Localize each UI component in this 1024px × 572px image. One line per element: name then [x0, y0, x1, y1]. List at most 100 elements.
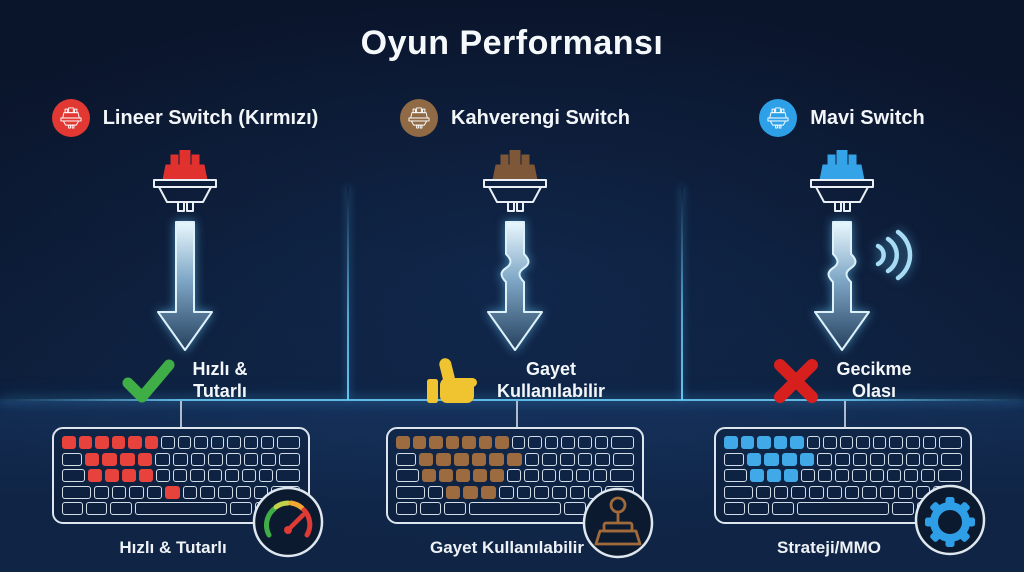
key	[516, 485, 532, 499]
key	[121, 469, 137, 482]
key	[173, 469, 188, 482]
keyboard-row	[62, 436, 300, 449]
key	[490, 469, 505, 482]
keyboard-caption: Gayet Kullanılabilir	[430, 538, 584, 557]
key	[235, 485, 251, 499]
keyboard-caption: Strateji/MMO	[777, 538, 881, 557]
key	[471, 452, 487, 466]
key	[260, 436, 275, 449]
key	[278, 452, 300, 466]
key	[210, 436, 225, 449]
verdict-text: Gayet Kullanılabilir	[496, 359, 606, 401]
key	[773, 485, 789, 499]
key	[880, 485, 895, 499]
key	[806, 436, 821, 449]
key	[276, 469, 301, 482]
key	[862, 485, 878, 499]
red-switch-badge-icon	[51, 99, 90, 137]
key	[208, 452, 223, 466]
column-clicky-blue: Mavi Switch	[692, 90, 992, 408]
blue-switch-icon	[797, 150, 887, 218]
straight-press-arrow-icon	[145, 220, 225, 351]
key	[62, 485, 91, 499]
key	[190, 469, 205, 482]
key	[578, 436, 592, 449]
key	[558, 469, 573, 482]
key	[577, 452, 593, 466]
key	[155, 452, 171, 466]
key	[462, 436, 476, 449]
key	[852, 452, 868, 466]
key	[190, 452, 206, 466]
key	[564, 502, 586, 515]
key	[144, 436, 159, 449]
key	[724, 436, 738, 449]
tactile-bump-arrow-icon	[475, 220, 555, 351]
key	[923, 452, 938, 466]
brown-switch-badge-icon	[400, 99, 439, 137]
key	[259, 469, 274, 482]
key	[886, 469, 901, 482]
key	[791, 485, 807, 499]
key	[104, 469, 119, 482]
keyboard-row	[396, 485, 635, 499]
key	[225, 452, 241, 466]
verdict-row: Gayet Kullanılabilir	[425, 354, 605, 408]
key	[111, 436, 126, 449]
key	[418, 452, 434, 466]
keyboard-row	[396, 436, 634, 449]
key	[569, 485, 585, 499]
key	[749, 469, 764, 482]
key	[552, 485, 567, 499]
key	[86, 502, 108, 515]
key	[253, 485, 269, 499]
key	[396, 485, 425, 499]
key	[489, 452, 505, 466]
page-title: Oyun Performansı	[360, 24, 664, 62]
key	[528, 436, 542, 449]
key	[137, 452, 153, 466]
key	[230, 502, 252, 515]
key	[454, 452, 469, 466]
key	[412, 436, 427, 449]
key	[612, 452, 634, 466]
key	[905, 452, 921, 466]
key	[444, 502, 466, 515]
key	[421, 469, 436, 482]
key	[724, 485, 753, 499]
key	[436, 452, 452, 466]
column-header: Lineer Switch (Kırmızı)	[51, 98, 318, 138]
key	[835, 452, 850, 466]
key	[62, 452, 82, 466]
key	[823, 436, 837, 449]
keyboard-row	[724, 452, 962, 466]
key	[95, 436, 109, 449]
key	[869, 469, 884, 482]
keyboard-row	[396, 452, 634, 466]
key	[139, 469, 154, 482]
key	[62, 469, 85, 482]
key	[724, 469, 747, 482]
verdict-text: Gecikme Olası	[836, 359, 912, 401]
key	[473, 469, 488, 482]
mini-switch-icon	[408, 107, 430, 129]
key	[611, 436, 634, 449]
keyboard-caption: Hızlı & Tutarlı	[119, 538, 227, 557]
key	[740, 436, 755, 449]
key	[224, 469, 239, 482]
key	[164, 485, 180, 499]
key	[478, 436, 493, 449]
key	[129, 485, 145, 499]
column-header-label: Kahverengi Switch	[451, 106, 630, 129]
key	[922, 436, 937, 449]
key	[507, 452, 522, 466]
key	[498, 485, 514, 499]
key	[62, 436, 76, 449]
key	[200, 485, 216, 499]
keyboard-row	[396, 469, 635, 482]
verdict-row: Gecikme Olası	[772, 354, 912, 408]
key	[594, 436, 609, 449]
key	[120, 452, 135, 466]
key	[156, 469, 171, 482]
key	[78, 436, 93, 449]
